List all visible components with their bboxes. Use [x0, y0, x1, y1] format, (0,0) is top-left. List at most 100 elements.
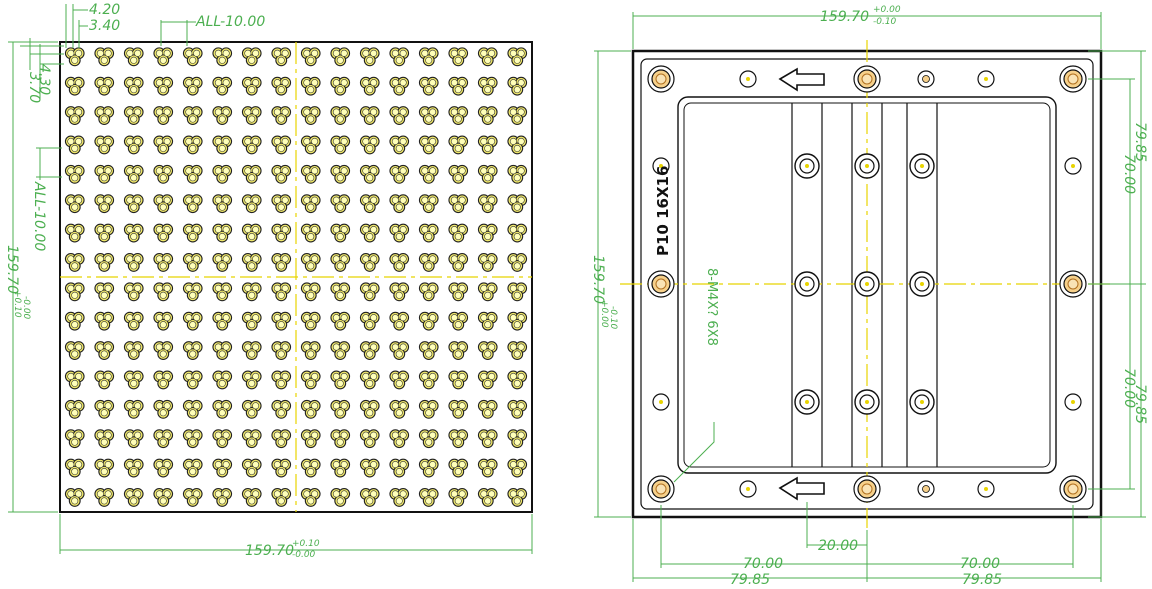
led-pixel — [153, 370, 174, 390]
led-pixel — [64, 164, 85, 184]
led-pixel — [477, 223, 498, 243]
led-pixel — [271, 311, 292, 331]
led-pixel — [123, 252, 144, 272]
top-width-dimension: 159.70 +0.00 -0.10 — [632, 5, 1102, 49]
led-pixel — [300, 399, 321, 419]
led-pixel — [64, 47, 85, 67]
led-pixel — [94, 487, 115, 507]
led-pixel — [507, 341, 528, 360]
led-pixel — [418, 47, 439, 67]
all-y-dimension: ALL-10.00 — [31, 147, 62, 251]
pitch-y-b-label: 4.30 — [36, 64, 52, 95]
right-side-dimensions: 79.85 70.00 70.00 79.85 — [1088, 50, 1148, 518]
led-pixel — [359, 458, 380, 478]
led-pixel — [477, 106, 498, 125]
led-pixel — [241, 76, 262, 96]
led-pixel — [448, 135, 469, 155]
bottom-outer-right-label: 79.85 — [962, 572, 1002, 588]
pitch-x-a-label: 4.20 — [89, 2, 120, 18]
led-pixel — [418, 458, 439, 478]
led-pixel — [507, 429, 528, 449]
led-pixel — [389, 76, 410, 96]
led-pixel — [300, 341, 321, 360]
led-pixel — [330, 429, 351, 449]
led-pixel — [64, 223, 85, 243]
led-pixel — [507, 399, 528, 419]
led-pixel — [64, 399, 85, 419]
bottom-inner-right-label: 70.00 — [960, 556, 1000, 572]
led-pixel — [418, 194, 439, 214]
led-pixel — [241, 370, 262, 390]
led-pixel — [182, 487, 203, 507]
led-pixel — [94, 282, 115, 302]
top-width-tol-lower: -0.10 — [873, 17, 897, 27]
pitch-x-b-label: 3.40 — [89, 18, 120, 34]
led-pixel — [212, 106, 233, 125]
led-pixel — [153, 429, 174, 449]
right-outer-top-label: 79.85 — [1132, 122, 1148, 162]
led-pixel — [359, 399, 380, 419]
led-pixel — [507, 106, 528, 125]
led-pixel — [448, 429, 469, 449]
led-pixel — [418, 106, 439, 125]
led-pixel — [477, 399, 498, 419]
led-pixel — [477, 429, 498, 449]
led-pixel — [94, 429, 115, 449]
led-pixel — [477, 194, 498, 214]
led-pixel — [300, 47, 321, 67]
led-pixel — [241, 135, 262, 155]
corner-hole-bottom-center — [853, 475, 881, 503]
note-leader — [673, 422, 715, 483]
small-hole — [977, 70, 995, 88]
led-pixel — [271, 47, 292, 67]
led-pixel — [389, 223, 410, 243]
led-pixel — [212, 164, 233, 184]
led-pixel — [241, 429, 262, 449]
led-pixel — [212, 341, 233, 360]
led-pixel — [477, 135, 498, 155]
led-pixel — [212, 282, 233, 302]
led-pixel — [507, 164, 528, 184]
led-pixel — [389, 106, 410, 125]
led-pixel — [300, 76, 321, 96]
led-pixel — [123, 429, 144, 449]
led-pixel — [330, 458, 351, 478]
rib-hole — [909, 389, 935, 415]
led-pixel — [64, 487, 85, 507]
height-dimension: 159.70 +0.10 -0.00 — [4, 41, 58, 513]
led-pixel — [123, 487, 144, 507]
led-pixel — [389, 458, 410, 478]
width-label: 159.70 — [245, 543, 294, 559]
height-label: 159.70 — [4, 245, 20, 294]
small-hole — [917, 480, 935, 498]
small-hole — [1064, 157, 1082, 175]
led-pixel — [418, 76, 439, 96]
rib-hole — [909, 153, 935, 179]
direction-arrow-bottom — [778, 476, 825, 501]
led-pixel — [182, 135, 203, 155]
led-pixel — [271, 194, 292, 214]
led-pixel — [359, 47, 380, 67]
led-pixel — [241, 252, 262, 272]
led-pixel — [389, 135, 410, 155]
led-pixel — [448, 76, 469, 96]
led-pixel — [477, 76, 498, 96]
led-pixel — [477, 164, 498, 184]
led-pixel — [212, 194, 233, 214]
led-pixel — [418, 370, 439, 390]
led-pixel — [182, 252, 203, 272]
led-pixel — [182, 282, 203, 302]
led-pixel — [271, 252, 292, 272]
module-back-view: P10 16X16 8-M4X? 6X8 159.70 +0.00 -0.10 … — [590, 5, 1148, 588]
led-pixel — [359, 252, 380, 272]
left-height-dimension: 159.70 +0.00 -0.10 — [590, 50, 631, 518]
led-pixel — [94, 311, 115, 331]
led-pixel — [418, 252, 439, 272]
led-pixel — [418, 429, 439, 449]
led-pixel — [330, 311, 351, 331]
led-pixel — [389, 252, 410, 272]
led-pixel — [153, 194, 174, 214]
led-pixel — [94, 76, 115, 96]
led-pixel — [477, 370, 498, 390]
